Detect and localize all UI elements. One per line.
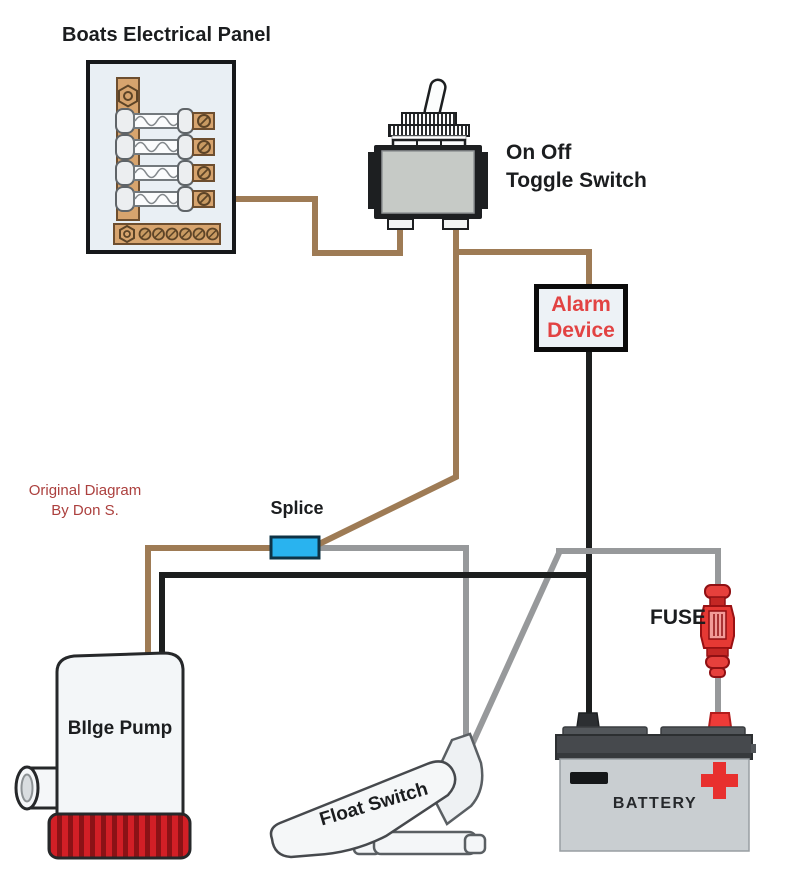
fuse-bottom-cap	[705, 655, 730, 669]
wire-pump-negative	[159, 572, 589, 660]
float-switch	[269, 732, 487, 859]
splice-connector	[269, 535, 321, 560]
panel-bus-nut	[118, 84, 138, 108]
pump-base	[47, 812, 192, 860]
toggle-switch-label: On Off Toggle Switch	[506, 141, 647, 192]
fuse-neck	[709, 596, 726, 607]
wire-splice-to-pump	[145, 545, 275, 660]
wire-toggle-to-alarm	[456, 249, 592, 290]
panel-label: Boats Electrical Panel	[62, 24, 271, 46]
fuse-bottom-tip	[709, 667, 726, 678]
bilge-pump-label: BIlge Pump	[67, 718, 173, 739]
float-switch-float	[269, 760, 457, 859]
panel-fuse-row	[115, 108, 215, 134]
battery-side-nub	[751, 744, 756, 753]
pump-body	[55, 651, 185, 818]
electrical-panel	[86, 60, 236, 254]
fuse-lower-taper	[706, 647, 729, 657]
toggle-ear-right	[479, 152, 488, 209]
credit-text: Original Diagram By Don S.	[28, 482, 142, 520]
toggle-body-face	[381, 150, 475, 214]
panel-fuse-row	[115, 134, 215, 160]
panel-fuse-row	[115, 186, 215, 212]
pump-spout-bore	[20, 773, 34, 803]
battery-label: BATTERY	[612, 795, 698, 812]
battery-minus-symbol	[570, 772, 608, 784]
panel-fuse-row	[115, 160, 215, 186]
wire-toggle-to-splice	[313, 221, 459, 549]
float-switch-right-foot	[463, 833, 487, 855]
fuse-label: FUSE	[650, 606, 707, 629]
alarm-device-label: Alarm Device	[547, 293, 615, 342]
toggle-terminal-right	[442, 218, 469, 230]
terminal-screw-slots	[140, 229, 217, 239]
toggle-ear-left	[368, 152, 377, 209]
alarm-device-box: Alarm Device	[534, 284, 628, 352]
wire-panel-to-toggle	[204, 196, 403, 256]
toggle-switch	[368, 78, 488, 230]
toggle-knurl-lower	[388, 124, 470, 137]
splice-label: Splice	[270, 498, 324, 518]
bilge-pump	[14, 651, 192, 860]
panel-fuse-rows	[115, 108, 215, 212]
wires	[145, 196, 721, 751]
inline-fuse	[700, 584, 735, 678]
fuse-top-cap	[704, 584, 731, 599]
wire-splice-to-float-switch	[318, 545, 469, 746]
battery	[555, 712, 756, 852]
battery-cap-bevel	[557, 753, 751, 759]
battery-plus-symbol-v	[713, 762, 726, 799]
wire-float-switch-diagonal	[467, 549, 562, 751]
panel-terminal-strip	[113, 223, 221, 245]
toggle-terminal-left	[387, 218, 414, 230]
toggle-knurl-upper	[401, 112, 457, 126]
panel-enclosure	[86, 60, 236, 254]
